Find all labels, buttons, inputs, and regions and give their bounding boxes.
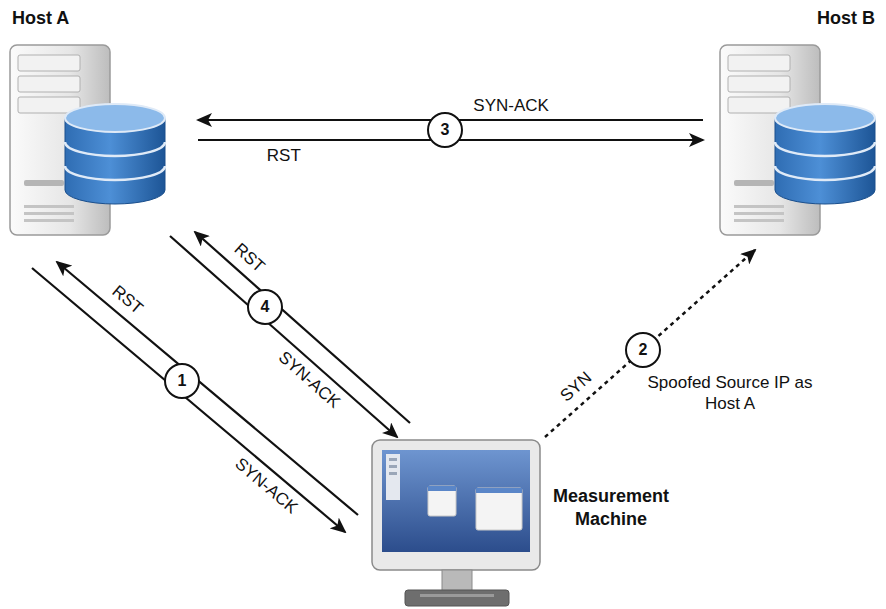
packet-label: RST (265, 147, 303, 166)
packet-arrow (170, 236, 397, 437)
packet-label: RST (228, 239, 269, 278)
node-label: Measurement Machine (547, 485, 675, 532)
packet-label: SYN (556, 368, 598, 408)
packet-label: SYN-ACK (471, 97, 551, 116)
measurement-machine: Measurement Machine (365, 435, 685, 609)
packet-arrow (57, 262, 358, 515)
annotation-note: Spoofed Source IP as Host A (640, 372, 820, 415)
callout-number: 1 (164, 363, 200, 399)
server-host: Host A (5, 5, 195, 240)
packet-arrow (32, 268, 345, 532)
packet-label: RST (107, 281, 148, 320)
packet-arrow (195, 232, 410, 423)
node-label: Host B (817, 7, 875, 30)
callout-number: 4 (247, 289, 283, 325)
callout-number: 2 (625, 332, 661, 368)
callout-number: 3 (427, 112, 463, 148)
server-host: Host B (695, 5, 881, 240)
node-label: Host A (12, 7, 69, 30)
